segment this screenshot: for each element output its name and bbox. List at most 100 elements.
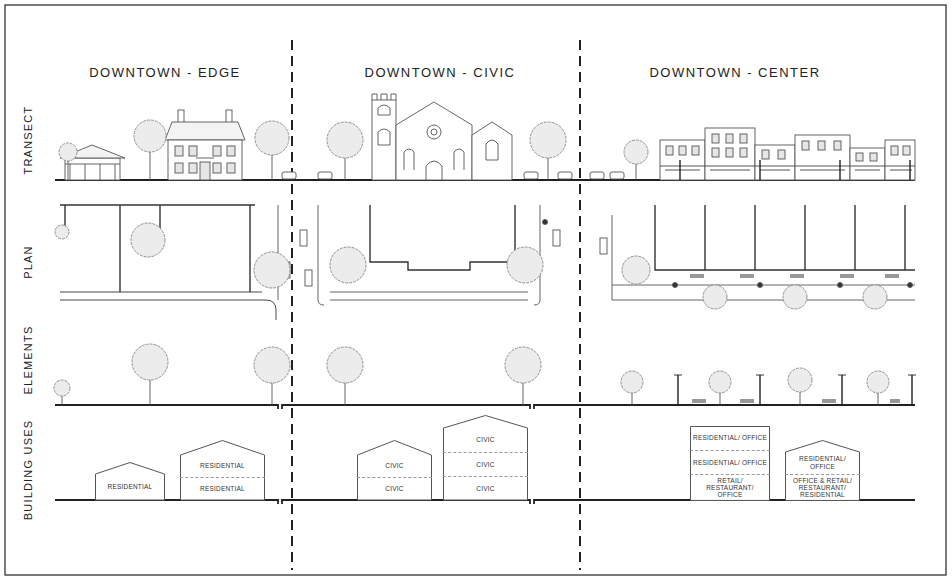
transect-row-part <box>378 105 390 145</box>
building-outline-path <box>96 463 165 501</box>
row-label: ELEMENTS <box>23 326 34 395</box>
floor-band: CIVIC <box>443 476 528 500</box>
transect-row-part <box>372 100 396 180</box>
transect-row-part-part <box>660 140 705 180</box>
plan-row-part-part <box>254 252 290 288</box>
transect-row-part-part <box>740 148 747 157</box>
plan-row-part-part <box>790 274 804 278</box>
transect-row-part <box>318 172 332 179</box>
transect-row-part <box>558 172 572 179</box>
transect-row-part-part <box>134 120 166 152</box>
transect-row-part <box>65 164 120 180</box>
transect-row-part <box>610 172 624 179</box>
transect-row-part <box>165 122 245 140</box>
use-label: RESIDENTIAL/ OFFICE <box>693 434 767 441</box>
plan-row-part-part <box>840 274 854 278</box>
transect-row-part-part <box>255 121 289 155</box>
transect-row-part <box>168 140 242 180</box>
floor-band: RESIDENTIAL <box>180 455 265 477</box>
building-outline-path <box>786 440 860 500</box>
elements-row-part-part <box>890 399 900 403</box>
plan-row-part-part <box>690 274 704 278</box>
use-label: RESIDENTIAL/ OFFICE <box>788 455 857 469</box>
transect-row-part <box>396 102 472 180</box>
plan-row-part-part <box>838 283 843 288</box>
transect-row-part-part <box>200 162 210 180</box>
transect-row-part-part <box>891 146 898 155</box>
transect-row-part-part <box>189 146 197 156</box>
elements-row-part-part <box>505 347 541 383</box>
transect-row-part <box>590 172 604 179</box>
transect-row-part-part <box>712 148 719 157</box>
building-outline <box>95 462 165 500</box>
transect-row-part <box>472 122 512 180</box>
transect-row-part-part <box>795 135 850 180</box>
transect-row-part-part <box>712 134 719 143</box>
building-uses-row-part <box>55 500 915 504</box>
plan-row-part <box>622 256 887 309</box>
transect-row-part-part <box>870 153 877 161</box>
floor-band: RESIDENTIAL <box>180 477 265 500</box>
floor-band: CIVIC <box>443 428 528 452</box>
elements-row-part-part <box>132 344 168 380</box>
plan-row-part-part <box>507 247 543 283</box>
building-use-block: CIVIC CIVIC CIVIC <box>443 415 528 500</box>
plan-row-part <box>600 238 607 254</box>
transect-row-part-part <box>834 141 841 150</box>
transect-row-part <box>660 128 915 180</box>
transect-row-part-part <box>530 122 566 158</box>
row-label: TRANSECT <box>23 106 34 175</box>
elements-row-part-part <box>709 371 731 393</box>
plan-row-part <box>60 205 255 292</box>
floor-band: RESIDENTIAL <box>95 474 165 500</box>
transect-row-part-part <box>624 140 648 164</box>
plan-row-part-part <box>908 283 913 288</box>
transect-row-part <box>486 140 498 160</box>
transect-row <box>55 94 915 180</box>
plan-row-part-part <box>330 247 366 283</box>
use-label: CIVIC <box>476 436 494 443</box>
transect-row-part-part <box>705 128 755 180</box>
building-use-block: RESIDENTIAL/ OFFICERESIDENTIAL/ OFFICERE… <box>690 426 770 500</box>
floor-band: CIVIC <box>357 477 432 500</box>
use-label: RESIDENTIAL <box>108 483 153 490</box>
transect-row-part-part <box>903 146 910 155</box>
use-label: CIVIC <box>385 485 403 492</box>
frame-border <box>5 5 946 575</box>
building-outline-path <box>358 441 432 501</box>
building-use-block: CIVICCIVIC <box>357 440 432 500</box>
transect-row-part <box>427 125 441 139</box>
building-use-block: RESIDENTIAL/ OFFICEOFFICE & RETAIL/ REST… <box>785 440 860 500</box>
plan-row-part-part <box>703 285 727 309</box>
building-use-block: RESIDENTIAL <box>95 462 165 500</box>
building-uses-row <box>55 500 915 504</box>
column-divider <box>292 40 580 570</box>
transect-row-part <box>524 172 538 179</box>
plan-row-part-part <box>622 256 650 284</box>
transect-row-part-part <box>175 146 183 156</box>
elements-row-part-part <box>692 399 706 403</box>
elements-row-part <box>55 405 915 409</box>
plan-row-part-part <box>885 274 899 278</box>
elements-row-part <box>692 399 900 403</box>
elements-row-part-part <box>54 380 70 396</box>
transect-row-part-part <box>679 146 686 155</box>
plan-row-part <box>305 270 312 286</box>
elements-row-part-part <box>822 399 836 403</box>
floor-band: RESIDENTIAL/ OFFICE <box>785 452 860 474</box>
transect-row-part-part <box>59 143 77 161</box>
floor-band: CIVIC <box>443 452 528 476</box>
transect-row-part <box>624 140 648 164</box>
transect-row-part-part <box>227 146 235 156</box>
column-divider-part <box>291 40 293 570</box>
transect-row-part <box>68 152 272 180</box>
transect-row-part-part <box>327 122 363 158</box>
plan-row-part <box>330 247 543 283</box>
plan-row-part-part <box>863 285 887 309</box>
plan-row-part-part <box>758 283 763 288</box>
use-label: CIVIC <box>476 461 494 468</box>
building-outline-path <box>444 416 528 501</box>
transect-row-part-part <box>818 141 825 150</box>
plan-row-part <box>300 230 307 246</box>
plan-row-part <box>318 205 540 305</box>
